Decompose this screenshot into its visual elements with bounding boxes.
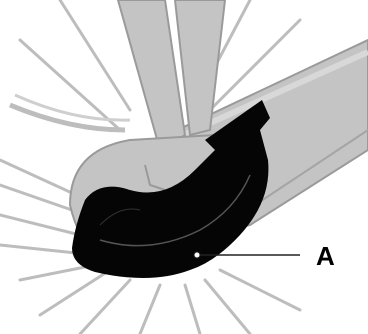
callout-a-label: A (316, 241, 335, 271)
callout-a-dot (194, 252, 200, 258)
